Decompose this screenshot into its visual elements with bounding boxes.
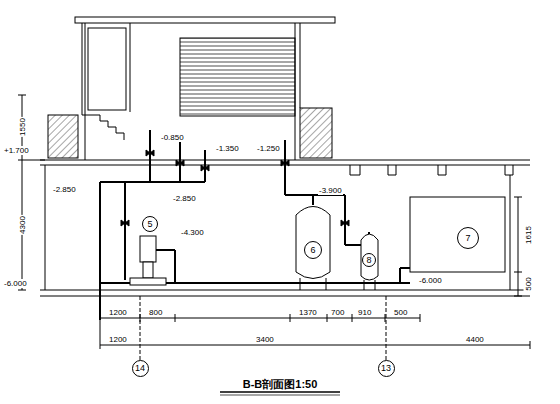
callout-circle: 6 bbox=[304, 241, 322, 259]
dimension-text: 500 bbox=[524, 276, 533, 291]
elevation-mark: -4.300 bbox=[180, 228, 205, 237]
elevation-mark: -3.900 bbox=[318, 186, 343, 195]
callout-number: 14 bbox=[135, 363, 145, 373]
dimension-text: 3400 bbox=[255, 335, 275, 344]
elevation-mark: -6.000 bbox=[3, 279, 28, 288]
axis-bubble: 14 bbox=[132, 360, 149, 377]
dimension-text: 1200 bbox=[108, 335, 128, 344]
drawing-title: B-B剖面图1:50 bbox=[243, 377, 318, 392]
callout-number: 7 bbox=[465, 233, 470, 243]
callout-circle: 8 bbox=[362, 253, 376, 267]
dimension-text: 1615 bbox=[524, 225, 533, 245]
elevation-mark: -1.350 bbox=[215, 144, 240, 153]
dimension-text: 1200 bbox=[108, 308, 128, 317]
callout-number: 6 bbox=[310, 245, 315, 255]
callout-number: 13 bbox=[381, 363, 391, 373]
dimension-text: 1550 bbox=[18, 117, 27, 137]
dimension-text: 910 bbox=[357, 308, 372, 317]
elevation-mark: -0.850 bbox=[160, 133, 185, 142]
dimension-text: 800 bbox=[148, 308, 163, 317]
elevation-mark: +1.700 bbox=[3, 146, 30, 155]
dimension-text: 1370 bbox=[298, 308, 318, 317]
callout-number: 5 bbox=[147, 219, 152, 229]
dimension-text: 500 bbox=[393, 308, 408, 317]
callout-circle: 5 bbox=[142, 216, 158, 232]
dimension-text: 4300 bbox=[18, 215, 27, 235]
elevation-mark: -2.850 bbox=[52, 185, 77, 194]
dimension-text: 700 bbox=[330, 308, 345, 317]
elevation-mark: -1.250 bbox=[256, 144, 281, 153]
elevation-mark: -2.850 bbox=[172, 194, 197, 203]
callout-number: 8 bbox=[366, 255, 371, 265]
dimension-text: 4400 bbox=[465, 335, 485, 344]
elevation-mark: -6.000 bbox=[418, 276, 443, 285]
axis-bubble: 13 bbox=[378, 360, 395, 377]
callout-circle: 7 bbox=[457, 227, 479, 249]
